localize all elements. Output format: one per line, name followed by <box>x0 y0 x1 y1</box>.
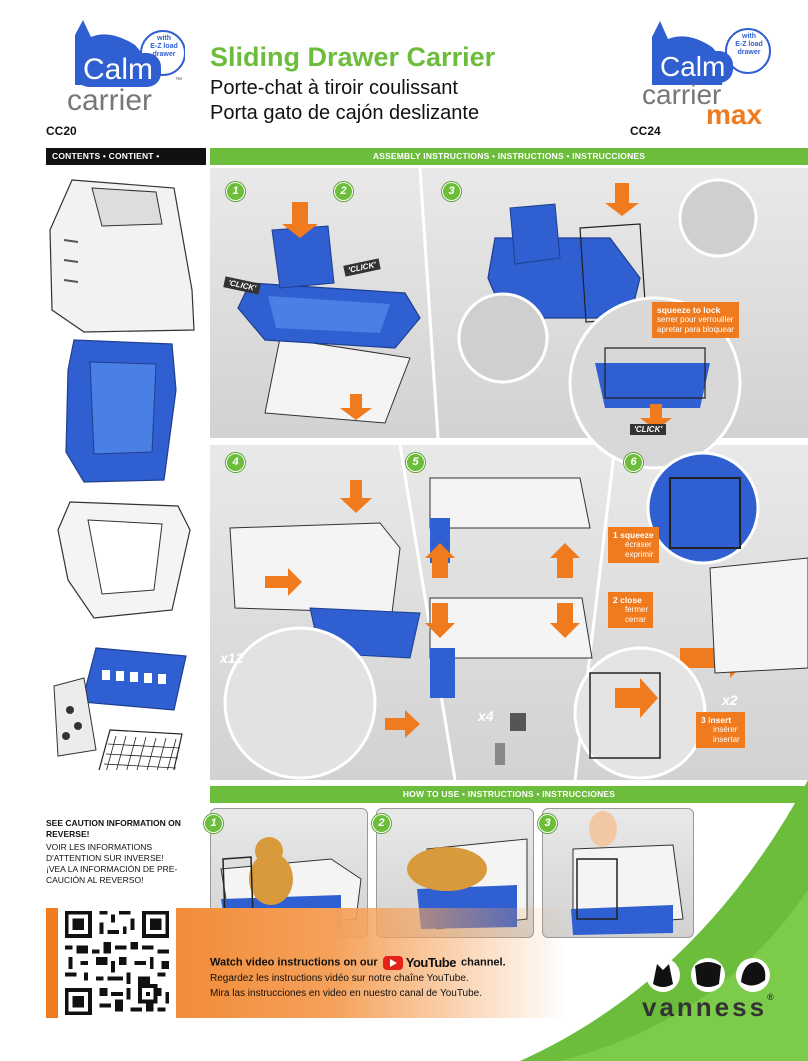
calm-carrier-logo: with E-Z load drawer Calm carrier ™ <box>55 15 186 130</box>
badge-right-line1: with <box>742 33 756 40</box>
close-es: cerrar <box>625 615 646 624</box>
howto-panel-3 <box>542 808 694 938</box>
logo-calm: Calm <box>75 53 162 87</box>
badge-right-line2: E-Z load <box>735 41 763 48</box>
model-right: CC24 <box>630 124 661 138</box>
caution-fr-2: D'ATTENTION SUR INVERSE! <box>46 853 164 863</box>
caution-es-1: ¡VEA LA INFORMACIÓN DE PRE- <box>46 864 178 874</box>
contents-bar-label: CONTENTS • CONTIENT • CONTENIDO <box>52 151 160 178</box>
step5-illustration <box>425 477 593 765</box>
hardware-bag-illustration <box>53 677 97 757</box>
tm-mark: ™ <box>175 77 182 84</box>
video-en-after: channel. <box>461 956 506 969</box>
step-3-badge: 3 <box>442 182 461 201</box>
close-en: 2 close <box>613 595 642 605</box>
assembly-illustrations <box>223 168 808 780</box>
howto-bar-label: HOW TO USE • INSTRUCTIONS • INSTRUCCIONE… <box>402 789 616 799</box>
blue-panel-illustration <box>81 647 187 711</box>
step-6-badge: 6 <box>624 453 643 472</box>
close-callout: 2 close fermer cerrar <box>608 592 654 628</box>
x12-label: x12 <box>220 650 244 666</box>
insert-en: 3 insert <box>701 715 732 725</box>
vanness-wordmark: vanness® <box>642 992 774 1023</box>
badge-text: with E-Z load drawer <box>147 35 181 59</box>
vanness-name: vanness <box>642 992 768 1022</box>
badge-right-line3: drawer <box>737 49 761 56</box>
video-line-fr: Regardez les instructions vidéo sur notr… <box>210 972 469 984</box>
step-5-badge: 5 <box>406 453 425 472</box>
close-fr: fermer <box>625 605 649 614</box>
insert-fr: insérer <box>713 725 738 734</box>
step-2-badge: 2 <box>334 182 353 201</box>
logo-right-max: max <box>706 99 763 130</box>
x2-label: x2 <box>722 692 738 708</box>
badge-line2: E-Z load <box>150 43 178 50</box>
insert-callout: 3 insert insérer insertar <box>696 712 745 748</box>
squeeze-es: exprimir <box>625 550 654 559</box>
badge-line3: drawer <box>152 51 176 58</box>
howto-step-1-badge: 1 <box>204 814 223 833</box>
video-instructions: Watch video instructions on our YouTube … <box>210 955 506 1001</box>
title-french: Porte-chat à tiroir coulissant <box>210 77 458 99</box>
qr-code-graphic <box>61 907 173 1019</box>
page-title: Sliding Drawer Carrier <box>210 42 496 72</box>
title-spanish: Porta gato de cajón deslizante <box>210 102 480 124</box>
squeeze-lock-fr: serrer pour verrouiller <box>657 315 734 324</box>
badge-text-right: with E-Z load drawer <box>732 33 766 57</box>
squeeze-en: 1 squeeze <box>613 530 654 540</box>
step12-drawer-illustration <box>237 202 421 424</box>
caution-fr-1: VOIR LES INFORMATIONS <box>46 842 153 852</box>
green-swoosh <box>520 780 808 1061</box>
video-en-before: Watch video instructions on our <box>210 956 378 969</box>
video-line-es: Mira las instrucciones en video en nuest… <box>210 987 483 999</box>
youtube-wordmark: YouTube <box>405 955 457 970</box>
video-line-en: Watch video instructions on our YouTube … <box>210 955 506 971</box>
squeeze-to-lock-callout: squeeze to lock serrer pour verrouiller … <box>652 302 739 338</box>
caution-en: SEE CAUTION INFORMATION ON REVERSE! <box>46 818 181 839</box>
logo-right-calm: Calm <box>652 51 734 83</box>
calm-carrier-max-logo: with E-Z load drawer Calm carrier max <box>636 15 776 133</box>
pet-heads-logo-icon <box>646 958 770 992</box>
howto-bar: HOW TO USE • INSTRUCTIONS • INSTRUCCIONE… <box>210 786 808 803</box>
step3-illustration <box>457 178 758 470</box>
x4-label: x4 <box>478 708 494 724</box>
youtube-play-icon <box>382 955 403 970</box>
squeeze-callout: 1 squeeze écraser exprimir <box>608 527 659 563</box>
blue-drawer-illustration <box>65 339 177 483</box>
assembly-bar-label: ASSEMBLY INSTRUCTIONS • INSTRUCTIONS • I… <box>372 151 646 161</box>
step-1-badge: 1 <box>226 182 245 201</box>
step4-illustration <box>223 480 421 780</box>
top-shell-illustration <box>49 179 195 333</box>
howto-step-3-badge: 3 <box>538 814 557 833</box>
play-triangle-icon <box>389 958 397 967</box>
step6-illustration <box>573 451 808 780</box>
howto-3-illustration <box>571 811 684 935</box>
step-4-badge: 4 <box>226 453 245 472</box>
white-base-illustration <box>57 501 191 619</box>
logo-right-carrier: carrier <box>642 79 722 110</box>
contents-bar: CONTENTS • CONTIENT • CONTENIDO <box>46 148 206 178</box>
badge-line1: with <box>157 35 171 42</box>
youtube-logo[interactable]: YouTube <box>382 955 457 970</box>
squeeze-fr: écraser <box>625 540 652 549</box>
qr-code[interactable] <box>58 904 176 1022</box>
insert-es: insertar <box>713 735 740 744</box>
assembly-bar: ASSEMBLY INSTRUCTIONS • INSTRUCTIONS • I… <box>210 148 808 165</box>
howto-step-2-badge: 2 <box>372 814 391 833</box>
squeeze-lock-en: squeeze to lock <box>657 305 721 315</box>
model-left: CC20 <box>46 124 77 138</box>
contents-illustrations <box>49 179 195 770</box>
registered-mark: ® <box>767 992 774 1002</box>
caution-block: SEE CAUTION INFORMATION ON REVERSE! VOIR… <box>46 818 206 886</box>
caution-es-2: CAUCIÓN AL REVERSO! <box>46 875 144 885</box>
logo-carrier: carrier <box>67 84 153 117</box>
click-label-step3: 'CLICK' <box>630 424 667 435</box>
squeeze-lock-es: apretar para bloquear <box>657 325 734 334</box>
wire-door-illustration <box>98 729 183 770</box>
